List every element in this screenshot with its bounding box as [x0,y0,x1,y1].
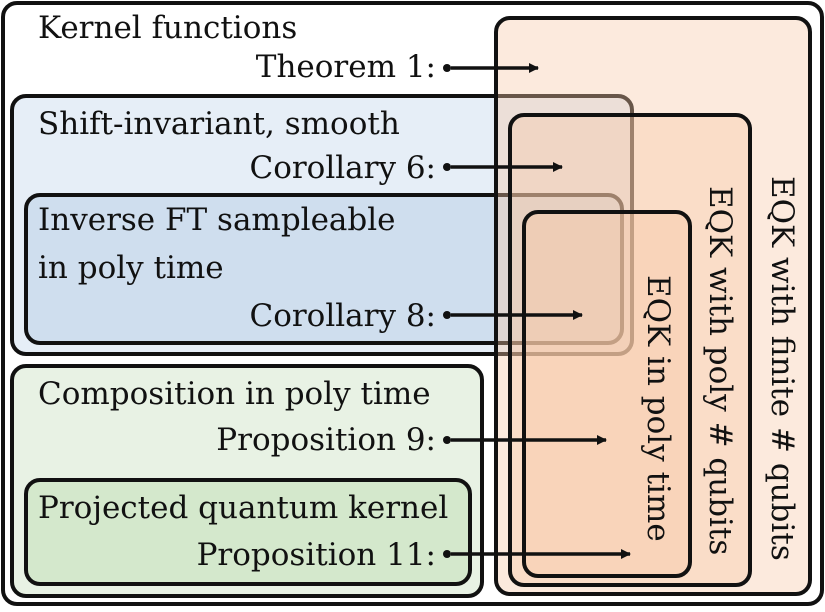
eqk-finite-qubits-label: EQK with finite # qubits [764,176,800,561]
eqk-finite-qubits-box [494,16,812,596]
proposition11-label: Proposition 11: [197,537,436,573]
kernel-functions-label: Kernel functions [38,10,297,46]
proposition9-label: Proposition 9: [216,422,436,458]
corollary8-arrow [443,310,583,320]
eqk-poly-qubits-label: EQK with poly # qubits [702,186,738,555]
eqk-poly-time-box [522,210,692,578]
corollary8-label: Corollary 8: [249,298,436,334]
inverse-ft-label-line1: Inverse FT sampleable [38,202,396,238]
eqk-poly-time-label: EQK in poly time [640,275,676,542]
corollary6-arrow [443,162,563,172]
corollary6-label: Corollary 6: [249,150,436,186]
shift-invariant-label: Shift-invariant, smooth [38,106,400,142]
inverse-ft-box [24,193,624,345]
theorem1-label: Theorem 1: [256,49,436,85]
composition-label: Composition in poly time [38,376,431,412]
inverse-ft-label-line2: in poly time [38,250,224,286]
proposition9-arrow [443,435,607,445]
projected-kernel-label: Projected quantum kernel [38,490,448,526]
proposition11-arrow [443,549,631,559]
theorem1-arrow [443,63,539,73]
projected-kernel-box [24,478,472,586]
